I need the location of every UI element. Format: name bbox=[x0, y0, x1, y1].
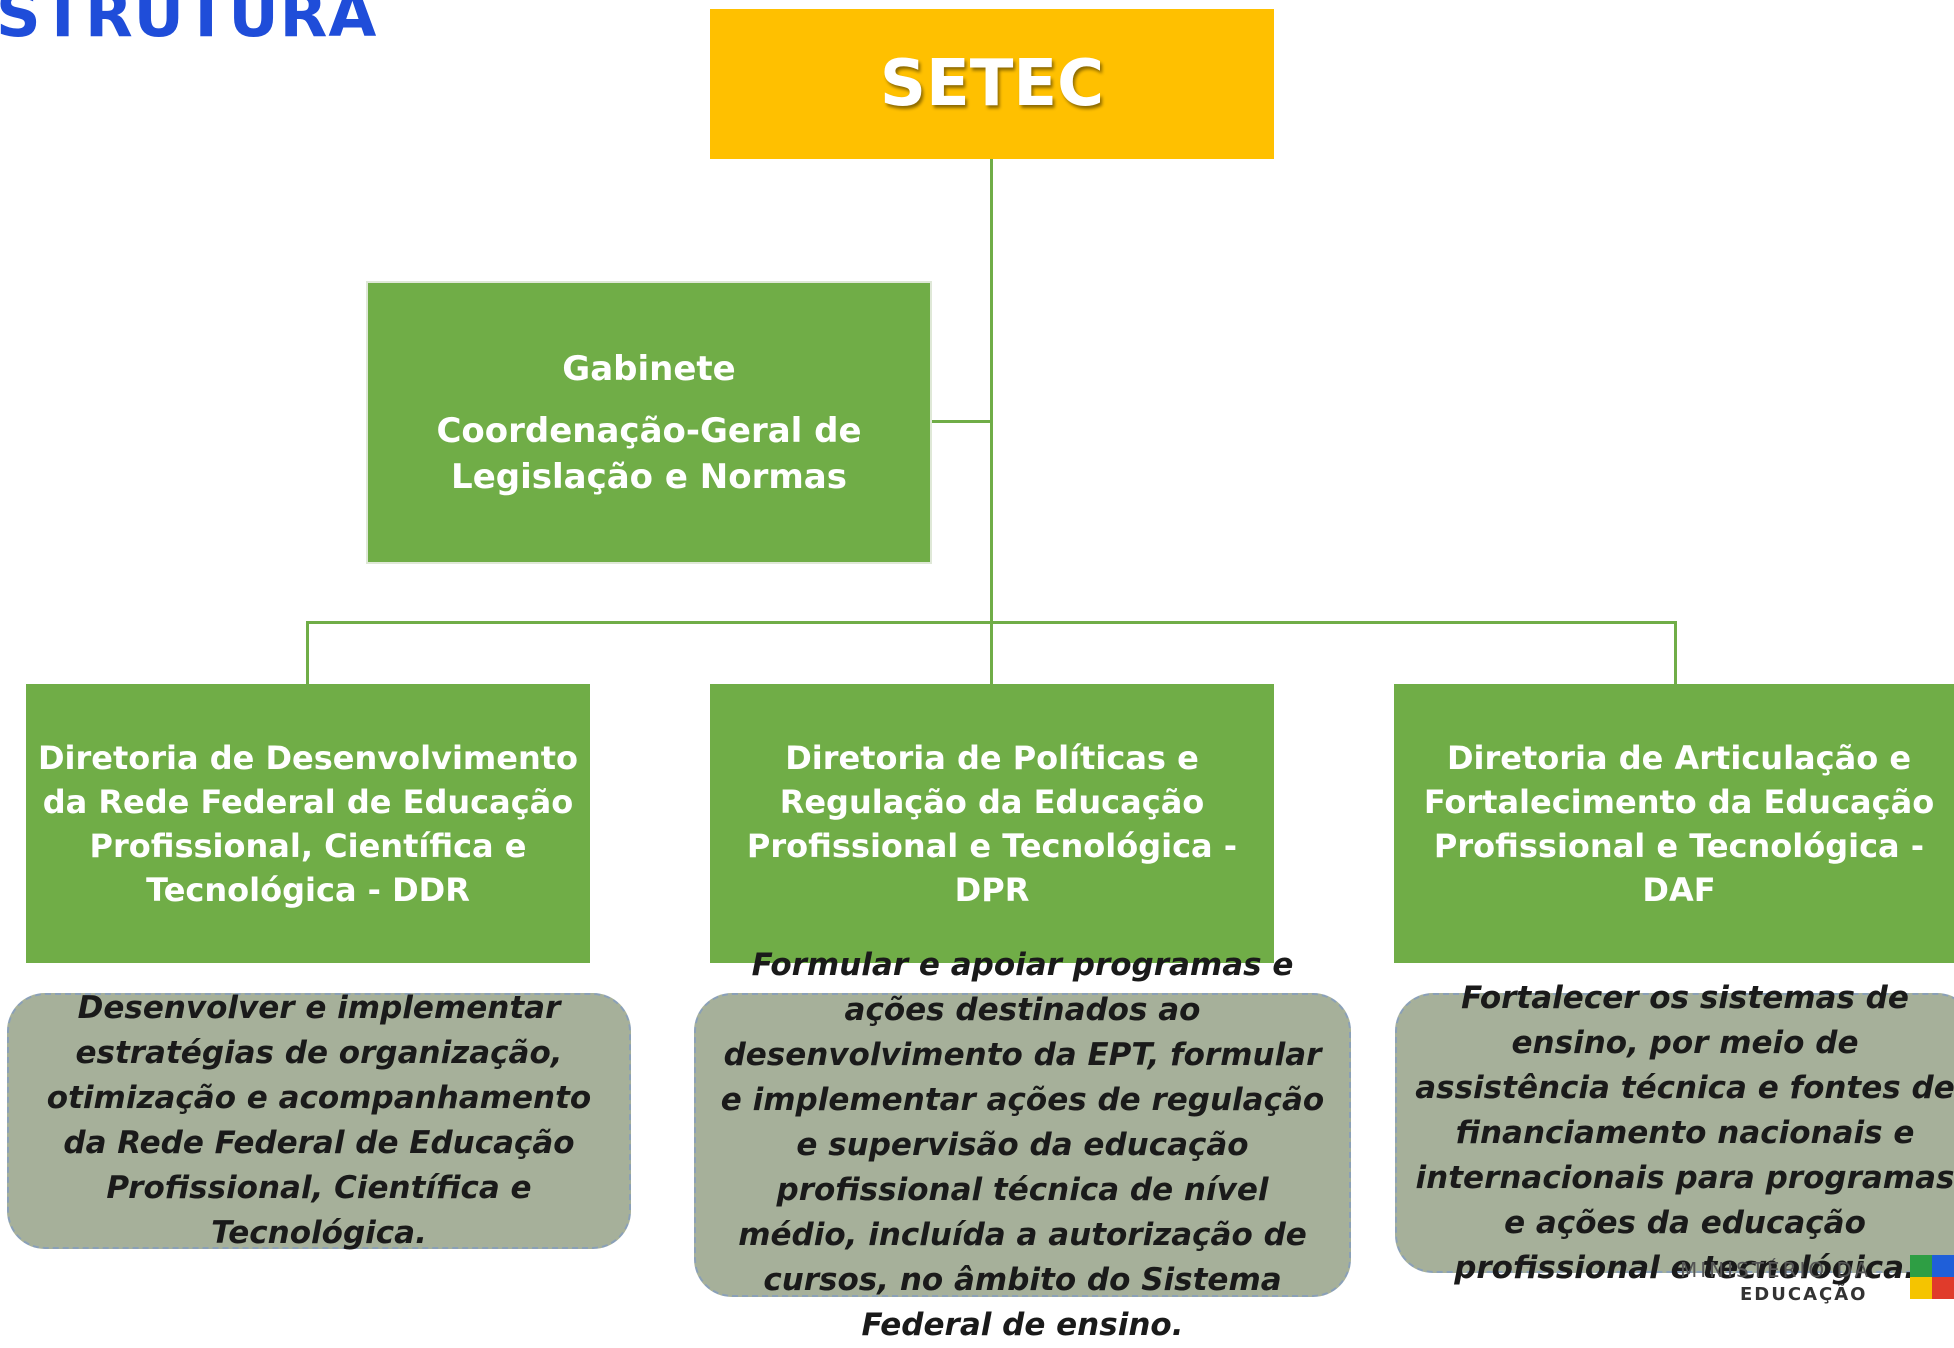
connector-staff bbox=[932, 420, 992, 423]
directorate-label: Diretoria de Políticas e Regulação da Ed… bbox=[746, 738, 1238, 909]
connector-horizontal bbox=[306, 621, 1677, 624]
page-title: STRUTURA bbox=[0, 0, 378, 51]
description-dpr: Formular e apoiar programas e ações dest… bbox=[694, 947, 1351, 1343]
directorate-node-daf: Diretoria de Articulação e Fortaleciment… bbox=[1394, 684, 1954, 963]
connector-left bbox=[306, 621, 309, 684]
staff-label-gabinete: Gabinete bbox=[562, 348, 736, 389]
description-ddr: Desenvolver e implementar estratégias de… bbox=[7, 990, 631, 1251]
description-text: Formular e apoiar programas e ações dest… bbox=[720, 946, 1325, 1343]
logo-ministry-line1: MINISTÉRIO DA bbox=[1680, 1258, 1872, 1282]
description-text: Desenvolver e implementar estratégias de… bbox=[46, 990, 592, 1251]
connector-right bbox=[1674, 621, 1677, 684]
logo-yellow-square-icon bbox=[1910, 1277, 1932, 1299]
directorate-label: Diretoria de Desenvolvimento da Rede Fed… bbox=[37, 738, 579, 909]
staff-label-coordenacao: Coordenação-Geral de bbox=[436, 410, 862, 451]
logo-red-square-icon bbox=[1932, 1277, 1954, 1299]
directorate-node-dpr: Diretoria de Políticas e Regulação da Ed… bbox=[710, 684, 1274, 963]
staff-node-gabinete: Gabinete Coordenação-Geral de Legislação… bbox=[366, 281, 932, 564]
root-label: SETEC bbox=[879, 47, 1105, 121]
directorate-node-ddr: Diretoria de Desenvolvimento da Rede Fed… bbox=[26, 684, 590, 963]
logo-green-square-icon bbox=[1910, 1255, 1932, 1277]
directorate-label: Diretoria de Articulação e Fortaleciment… bbox=[1423, 738, 1935, 909]
description-daf: Fortalecer os sistemas de ensino, por me… bbox=[1395, 980, 1954, 1286]
staff-label-legislacao: Legislação e Normas bbox=[451, 456, 847, 497]
root-node-setec: SETEC bbox=[710, 9, 1274, 159]
logo-ministry-line2: EDUCAÇÃO bbox=[1740, 1284, 1868, 1305]
logo-blue-square-icon bbox=[1932, 1255, 1954, 1277]
description-text: Fortalecer os sistemas de ensino, por me… bbox=[1415, 979, 1954, 1286]
